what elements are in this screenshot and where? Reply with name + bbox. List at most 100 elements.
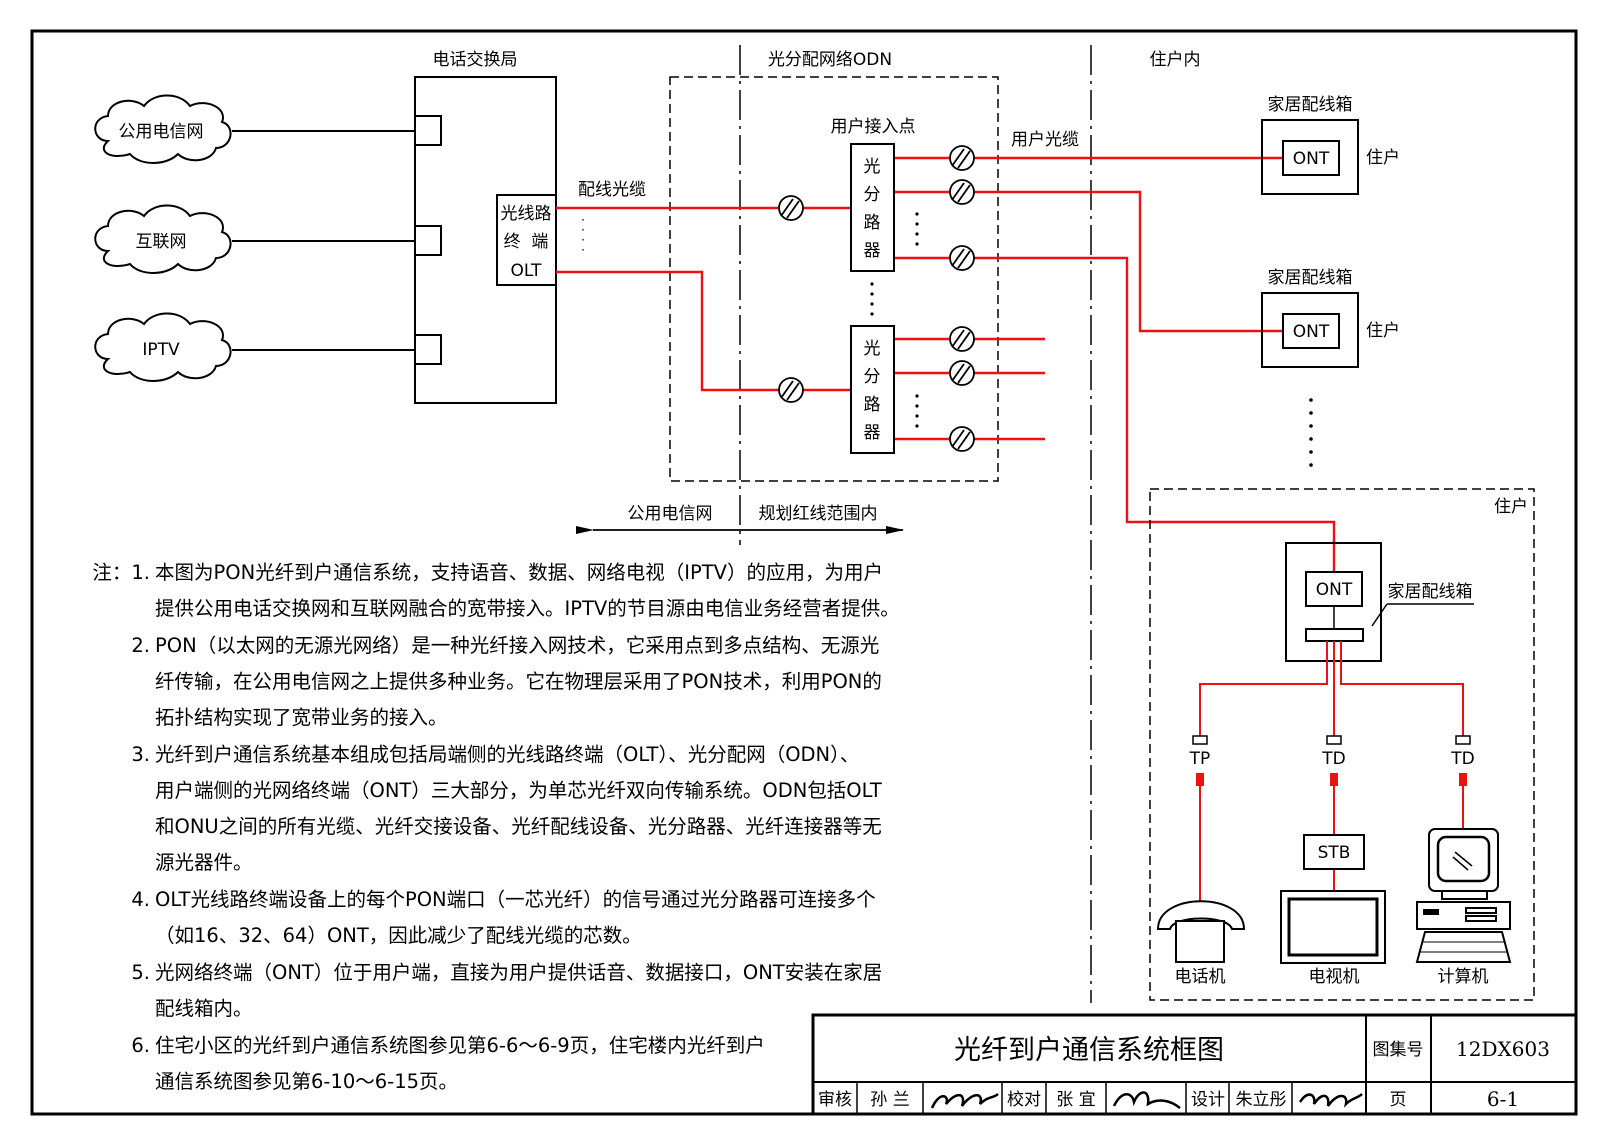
outlet-tp-label: TP [1189, 749, 1211, 769]
atlas-label: 图集号 [1373, 1040, 1424, 1060]
resident-area [1149, 488, 1535, 1001]
cloud-iptv: IPTV [94, 312, 232, 382]
outlet-td-pc-label: TD [1450, 749, 1474, 769]
outlet-tp: TP [1189, 735, 1211, 786]
outlet-wiring [1199, 641, 1464, 905]
connector-drop-4 [949, 326, 975, 352]
television-icon [1280, 890, 1386, 964]
cloud-iptv-label: IPTV [142, 340, 180, 360]
ont-1 [1282, 140, 1340, 176]
olt-more-dots-4: · [581, 243, 585, 257]
note-3-line-4: 源光器件。 [155, 851, 253, 874]
note-4-line-1: OLT光线路终端设备上的每个PON端口（一芯光纤）的信号通过光分路器可连接多个 [155, 888, 876, 911]
home-box-label-2: 家居配线箱 [1268, 268, 1353, 288]
note-2-line-1: PON（以太网的无源光网络）是一种光纤接入网技术，它采用点到多点结构、无源光 [155, 634, 879, 657]
splitter-1-char-3: 路 [864, 213, 881, 233]
splitter-2-char-3: 路 [864, 395, 881, 415]
note-6-line-2: 通信系统图参见第6-10～6-15页。 [155, 1070, 458, 1093]
exchange-port-2 [414, 225, 442, 256]
ont-3 [1305, 571, 1363, 607]
note-1-line-2: 提供公用电话交换网和互联网融合的宽带接入。IPTV的节目源由电信业务经营者提供。 [155, 597, 900, 620]
patch-panel [1305, 628, 1364, 642]
splitter-2 [850, 325, 895, 454]
designer-name: 朱立彤 [1236, 1090, 1287, 1110]
drop-cable-label: 用户光缆 [1011, 130, 1079, 150]
drawing-title: 光纤到户通信系统框图 [954, 1035, 1224, 1066]
olt-more-dots-2: · [581, 223, 585, 237]
ont-1-label: ONT [1293, 149, 1330, 169]
cloud-internet-label: 互联网 [136, 232, 187, 252]
cloud-internet: 互联网 [94, 204, 232, 274]
outlet-td-tv-label: TD [1321, 749, 1345, 769]
connector-drop-1 [949, 145, 975, 171]
access-point-label: 用户接入点 [831, 117, 916, 137]
resident-label-2: 住户 [1366, 321, 1400, 341]
note-6-line-1: 住宅小区的光纤到户通信系统图参见第6-6～6-9页，住宅楼内光纤到户 [155, 1034, 765, 1057]
connector-drop-6 [949, 426, 975, 452]
note-3-num: 3. [131, 743, 150, 766]
home-box-label-1: 家居配线箱 [1268, 95, 1353, 115]
note-1-num: 注：1. [92, 561, 150, 584]
feeder-cable-label: 配线光缆 [578, 180, 646, 200]
boundary-left-label: 公用电信网 [628, 504, 713, 524]
connector-feeder-1 [778, 195, 804, 221]
note-1-line-1: 本图为PON光纤到户通信系统，支持语音、数据、网络电视（IPTV）的应用，为用户 [155, 561, 883, 584]
section-exchange-label: 电话交换局 [433, 50, 518, 70]
olt-label-line1: 光线路 [501, 204, 552, 224]
exchange-port-3 [414, 334, 442, 365]
ont-3-label: ONT [1316, 580, 1353, 600]
splitter-2-char-4: 器 [864, 423, 881, 443]
home-box-1 [1261, 119, 1359, 195]
cloud-public-telecom-label: 公用电信网 [119, 122, 204, 142]
olt-label-line3: OLT [511, 261, 543, 281]
splitter-2-char-2: 分 [864, 367, 881, 387]
splitter-2-char-1: 光 [864, 339, 881, 359]
device-tv-label: 电视机 [1309, 967, 1360, 987]
stb-box [1303, 834, 1365, 870]
connector-drop-5 [949, 360, 975, 386]
outlet-td-pc: TD [1450, 735, 1475, 786]
section-odn-label: 光分配网络ODN [768, 50, 892, 70]
note-2-num: 2. [131, 634, 150, 657]
odn-box [669, 76, 999, 482]
exchange-port-1 [414, 115, 442, 146]
reviewer-signature [930, 1093, 999, 1109]
olt-box [496, 194, 557, 286]
page-label: 页 [1390, 1090, 1407, 1110]
splitter-1-char-4: 器 [864, 241, 881, 261]
drawing-frame [30, 29, 1578, 1116]
connector-feeder-2 [778, 377, 804, 403]
home-box-2 [1261, 292, 1359, 368]
boundary-right-label: 规划红线范围内 [759, 504, 878, 524]
note-6-num: 6. [131, 1034, 150, 1057]
note-5-line-1: 光网络终端（ONT）位于用户端，直接为用户提供话音、数据接口，ONT安装在家居 [155, 961, 882, 984]
ont-2-label: ONT [1293, 322, 1330, 342]
designer-signature [1298, 1093, 1363, 1108]
connector-drop-3 [949, 245, 975, 271]
note-3-line-3: 和ONU之间的所有光缆、光纤交接设备、光纤配线设备、光分路器、光纤连接器等无 [155, 815, 882, 838]
olt-more-dots-3: · [581, 233, 585, 247]
computer-icon [1415, 828, 1512, 963]
outlet-td-tv: TD [1321, 735, 1346, 786]
olt-label-line2: 终 端 [504, 232, 549, 252]
design-label: 设计 [1191, 1090, 1225, 1110]
connector-drop-2 [949, 179, 975, 205]
note-3-line-2: 用户端侧的光网络终端（ONT）三大部分，为单芯光纤双向传输系统。ODN包括OLT [155, 779, 882, 802]
stb-label: STB [1318, 843, 1351, 863]
note-5-num: 5. [131, 961, 150, 984]
note-2-line-2: 纤传输，在公用电信网之上提供多种业务。它在物理层采用了PON技术，利用PON的 [155, 670, 882, 693]
page-number: 6-1 [1487, 1087, 1519, 1111]
splitter-1 [850, 143, 895, 272]
reviewer-name: 孙 兰 [870, 1090, 909, 1110]
ont-2 [1282, 313, 1340, 349]
note-2-line-3: 拓扑结构实现了宽带业务的接入。 [155, 706, 448, 729]
title-block [811, 1013, 1578, 1116]
telephone-icon [1156, 900, 1246, 963]
olt-more-dots: · [581, 213, 585, 227]
fiber-connectors [778, 145, 975, 452]
note-3-line-1: 光纤到户通信系统基本组成包括局端侧的光线路终端（OLT）、光分配网（ODN）、 [155, 743, 859, 766]
cloud-public-telecom: 公用电信网 [94, 94, 232, 164]
notes: 注：1. 本图为PON光纤到户通信系统，支持语音、数据、网络电视（IPTV）的应… [92, 561, 899, 1093]
note-4-line-2: （如16、32、64）ONT，因此减少了配线光缆的芯数。 [155, 924, 642, 947]
